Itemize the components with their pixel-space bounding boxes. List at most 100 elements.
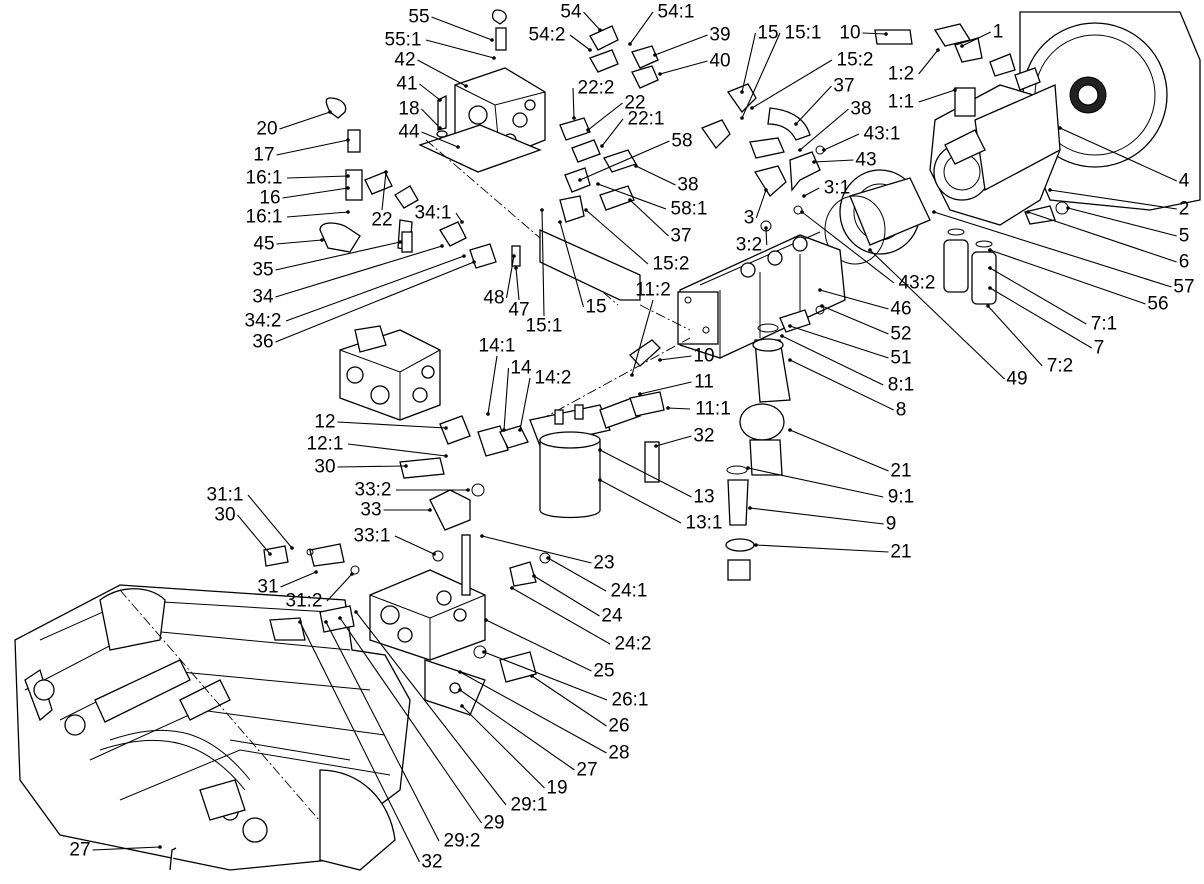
callout-label: 16:1 [245, 167, 283, 189]
leader-line [918, 49, 939, 75]
leader-line [459, 671, 607, 754]
leader-endpoint [384, 170, 388, 174]
callout-label: 57 [1173, 276, 1195, 298]
leader-line [503, 367, 510, 431]
leader-endpoint [512, 254, 516, 258]
callout-label: 29 [483, 812, 505, 834]
leader-line [799, 108, 849, 151]
leader-line [511, 587, 611, 645]
callout-label: 33:2 [354, 479, 392, 501]
callout-label: 11 [694, 371, 714, 393]
leader-endpoint [820, 304, 824, 308]
callout-label: 36 [252, 331, 274, 353]
leader-endpoint [960, 44, 964, 48]
leader-endpoint [456, 145, 460, 149]
callout-label: 45 [253, 233, 275, 255]
callout-label: 13 [693, 486, 715, 508]
leader-line [781, 335, 884, 386]
leader-endpoint [428, 508, 432, 512]
leader-line [275, 241, 401, 271]
callout-label: 15:1 [784, 22, 822, 44]
leader-endpoint [764, 188, 768, 192]
leader-endpoint [464, 84, 468, 88]
leader-endpoint [546, 556, 550, 560]
leader-endpoint [510, 586, 514, 590]
callout-label: 29:1 [510, 794, 548, 816]
leader-line [918, 89, 956, 103]
leader-endpoint [600, 144, 604, 148]
leader-endpoint [558, 220, 562, 224]
leader-line [795, 85, 832, 125]
callout-label: 6 [1178, 251, 1190, 273]
leader-endpoint [794, 122, 798, 126]
callout-label: 44 [398, 121, 420, 143]
leader-line [282, 187, 349, 199]
leader-endpoint [480, 534, 484, 538]
leader-line [485, 619, 592, 672]
leader-endpoint [584, 208, 588, 212]
leader-line [961, 31, 991, 47]
leader-line [425, 39, 495, 59]
callout-label: 43:1 [863, 123, 901, 145]
leader-line [755, 544, 889, 553]
callout-label: 7 [1093, 337, 1105, 359]
leader-endpoint [988, 266, 992, 270]
leader-line [286, 175, 349, 179]
callout-label: 37 [833, 75, 855, 97]
leader-line [639, 381, 692, 395]
leader-endpoint [438, 126, 442, 130]
leader-line [599, 449, 692, 498]
leader-endpoint [350, 572, 354, 576]
leader-endpoint [658, 72, 662, 76]
callout-label: 31:2 [285, 590, 323, 612]
leader-line [461, 705, 545, 789]
callout-label: 27 [69, 839, 91, 861]
leader-line [247, 494, 293, 549]
callout-label: 26:1 [611, 689, 649, 711]
callout-label: 52 [890, 323, 912, 345]
leader-line [789, 325, 889, 359]
leader-line [483, 651, 608, 701]
leader-line [325, 621, 440, 842]
leader-line [417, 59, 467, 87]
leader-line [337, 465, 407, 468]
leader-line [275, 245, 443, 298]
leader-endpoint [324, 620, 328, 624]
leader-line [421, 108, 441, 129]
leader-line [789, 359, 894, 411]
callout-label: 22 [624, 92, 646, 114]
leader-endpoint [338, 616, 342, 620]
leader-endpoint [298, 620, 302, 624]
leader-line [741, 32, 781, 119]
callout-label: 55:1 [384, 29, 422, 51]
auxiliary-valve [339, 325, 471, 479]
callout-label: 54 [560, 1, 582, 23]
leader-endpoint [346, 186, 350, 190]
leader-line [419, 83, 441, 101]
callout-label: 29:2 [443, 830, 481, 852]
callout-label: 1 [992, 21, 1004, 43]
callout-label: 47 [508, 299, 530, 321]
callout-label: 22:2 [577, 77, 615, 99]
leader-endpoint [598, 28, 602, 32]
leader-endpoint [746, 466, 750, 470]
leader-line [394, 535, 435, 555]
callout-label: 15 [757, 22, 779, 44]
leader-endpoint [354, 610, 358, 614]
leader-line [989, 287, 1093, 349]
leader-line [821, 305, 889, 335]
callout-label: 7:2 [1046, 355, 1074, 377]
callout-label: 9 [885, 513, 897, 535]
callout-label: 11:2 [635, 279, 671, 301]
leader-line [823, 133, 860, 151]
leader-line [655, 435, 692, 447]
leader-line [92, 846, 161, 851]
callout-label: 37 [670, 225, 692, 247]
leader-line [587, 102, 623, 131]
callout-label: 1:2 [887, 63, 915, 85]
callout-label: 21 [890, 541, 912, 563]
leader-endpoint [1048, 188, 1052, 192]
fittings-group [700, 83, 825, 232]
